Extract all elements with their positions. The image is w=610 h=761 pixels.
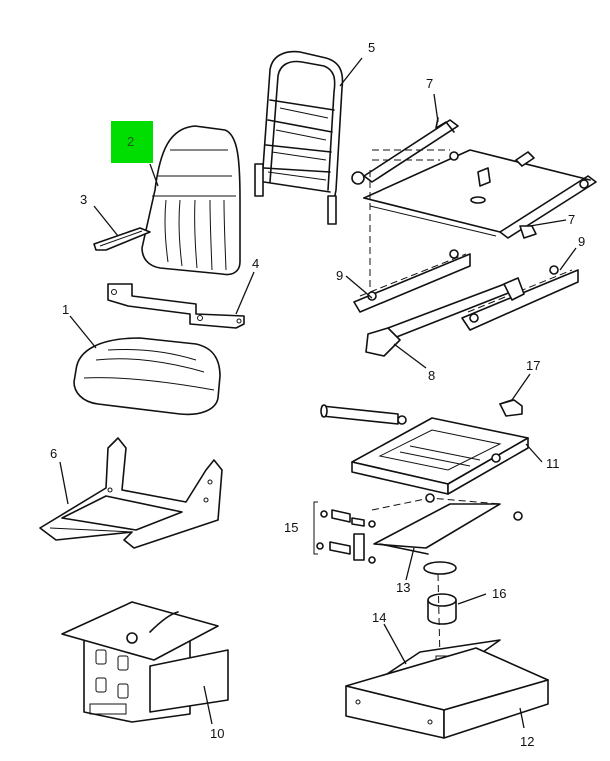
callout-7-right[interactable]: 7 [568,212,575,227]
callout-17[interactable]: 17 [526,358,540,373]
callout-10[interactable]: 10 [210,726,224,741]
scissor-link[interactable] [371,493,523,555]
seat-bracket[interactable] [107,283,245,329]
callout-9-left[interactable]: 9 [336,268,343,283]
callout-5[interactable]: 5 [368,40,375,55]
shock-absorber-kit[interactable] [313,501,376,564]
callout-13[interactable]: 13 [396,580,410,595]
air-spring[interactable] [423,561,457,661]
callout-3[interactable]: 3 [80,192,87,207]
seat-back-frame[interactable] [254,50,344,225]
callout-16[interactable]: 16 [492,586,506,601]
callout-2[interactable]: 2 [127,134,134,149]
seat-slide-rails[interactable] [351,117,597,290]
callout-8[interactable]: 8 [428,368,435,383]
seat-cushion[interactable] [73,337,221,416]
seat-back-cushion[interactable] [141,125,241,276]
suspension-top-plate[interactable] [320,399,529,495]
callout-labels: 2 1 3 4 5 6 7 7 8 9 9 10 11 12 13 14 15 … [50,40,585,749]
callout-6[interactable]: 6 [50,446,57,461]
callout-4[interactable]: 4 [252,256,259,271]
riser-rails[interactable] [353,249,579,331]
callout-14[interactable]: 14 [372,610,386,625]
callout-15[interactable]: 15 [284,520,298,535]
callout-9-right[interactable]: 9 [578,234,585,249]
callout-7-top[interactable]: 7 [426,76,433,91]
callout-1[interactable]: 1 [62,302,69,317]
leader-lines [59,57,577,729]
adjuster-handle[interactable] [365,277,525,357]
riser-base[interactable] [61,601,229,723]
fastener[interactable] [499,399,523,417]
callout-12[interactable]: 12 [520,734,534,749]
highlighted-callout-box [111,121,153,163]
callout-11[interactable]: 11 [546,456,560,471]
cushion-pan[interactable] [39,437,223,549]
base-plate[interactable] [345,647,549,739]
armrest[interactable] [93,227,151,251]
